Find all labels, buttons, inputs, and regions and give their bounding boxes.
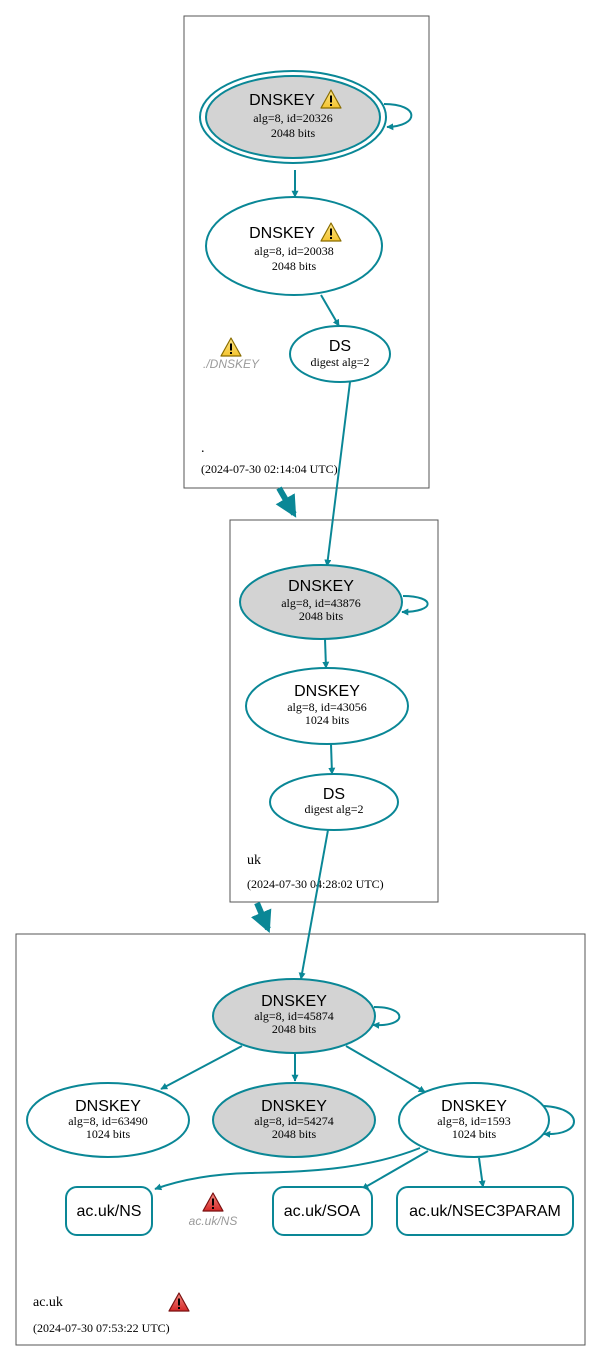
node-acuk-ns-missing[interactable]: ac.uk/NS xyxy=(189,1192,238,1228)
edge-acuk-ksk-to-1593 xyxy=(345,1045,426,1093)
node-acuk-1593-bits: 1024 bits xyxy=(452,1127,497,1141)
edge-root-zsk-to-ds xyxy=(320,294,340,327)
node-root-zsk-bits: 2048 bits xyxy=(272,259,317,273)
node-acuk-ns[interactable]: ac.uk/NS xyxy=(65,1186,153,1236)
edge-1593-to-nsec3param xyxy=(478,1157,486,1188)
edge-1593-to-soa xyxy=(361,1150,429,1190)
node-uk-zsk-bits: 1024 bits xyxy=(305,713,350,727)
zone-root-name: . xyxy=(201,441,205,456)
zone-uk-name: uk xyxy=(247,853,261,868)
node-acuk-1593-alg: alg=8, id=1593 xyxy=(437,1114,511,1128)
node-acuk-54274-bits: 2048 bits xyxy=(272,1127,317,1141)
node-root-zsk-title: DNSKEY xyxy=(249,225,315,242)
node-uk-ds[interactable]: DS digest alg=2 xyxy=(269,773,399,831)
warning-icon xyxy=(320,89,342,109)
error-icon xyxy=(168,1292,190,1312)
node-acuk-54274-title: DNSKEY xyxy=(261,1098,327,1115)
node-root-ksk[interactable]: DNSKEY alg=8, id=20326 2048 bits xyxy=(199,70,387,164)
node-acuk-ns-missing-label: ac.uk/NS xyxy=(189,1214,238,1228)
node-acuk-soa[interactable]: ac.uk/SOA xyxy=(272,1186,373,1236)
edge-acuk-ksk-self xyxy=(372,1006,401,1029)
node-acuk-dnskey-1593[interactable]: DNSKEY alg=8, id=1593 1024 bits xyxy=(398,1082,550,1158)
node-acuk-63490-alg: alg=8, id=63490 xyxy=(68,1114,148,1128)
node-uk-ds-digest: digest alg=2 xyxy=(304,802,363,816)
node-acuk-nsec3param[interactable]: ac.uk/NSEC3PARAM xyxy=(396,1186,574,1236)
delegation-uk-to-acuk xyxy=(251,901,272,934)
node-acuk-soa-label: ac.uk/SOA xyxy=(284,1203,361,1220)
node-root-ds-title: DS xyxy=(329,338,351,355)
node-uk-ds-title: DS xyxy=(323,786,345,803)
edge-uk-zsk-to-ds xyxy=(328,743,336,775)
zone-uk-timestamp: (2024-07-30 04:28:02 UTC) xyxy=(247,877,384,891)
node-acuk-63490-title: DNSKEY xyxy=(75,1098,141,1115)
node-uk-ksk-title: DNSKEY xyxy=(288,578,354,595)
node-root-ksk-title: DNSKEY xyxy=(249,92,315,109)
node-uk-zsk-title: DNSKEY xyxy=(294,683,360,700)
node-root-zsk[interactable]: DNSKEY alg=8, id=20038 2048 bits xyxy=(205,196,383,296)
edges xyxy=(154,103,575,1191)
node-uk-zsk[interactable]: DNSKEY alg=8, id=43056 1024 bits xyxy=(245,667,409,745)
node-uk-ksk[interactable]: DNSKEY alg=8, id=43876 2048 bits xyxy=(239,564,403,640)
node-acuk-ksk[interactable]: DNSKEY alg=8, id=45874 2048 bits xyxy=(212,978,376,1054)
node-uk-ksk-bits: 2048 bits xyxy=(299,609,344,623)
node-acuk-ksk-alg: alg=8, id=45874 xyxy=(254,1009,334,1023)
zone-root-timestamp: (2024-07-30 02:14:04 UTC) xyxy=(201,462,338,476)
node-root-ds[interactable]: DS digest alg=2 xyxy=(289,325,391,383)
node-acuk-nsec3param-label: ac.uk/NSEC3PARAM xyxy=(409,1203,561,1220)
warning-icon xyxy=(220,337,242,357)
zone-acuk-timestamp: (2024-07-30 07:53:22 UTC) xyxy=(33,1321,170,1335)
node-acuk-1593-title: DNSKEY xyxy=(441,1098,507,1115)
node-acuk-ksk-bits: 2048 bits xyxy=(272,1022,317,1036)
node-root-ds-digest: digest alg=2 xyxy=(310,355,369,369)
node-acuk-ns-label: ac.uk/NS xyxy=(77,1203,142,1220)
edge-uk-ksk-to-zsk xyxy=(322,638,330,669)
edge-1593-to-ns xyxy=(154,1147,421,1191)
node-acuk-63490-bits: 1024 bits xyxy=(86,1127,131,1141)
node-acuk-54274-alg: alg=8, id=54274 xyxy=(254,1114,334,1128)
node-root-ksk-alg: alg=8, id=20326 xyxy=(253,111,333,125)
edge-acuk-ksk-to-63490 xyxy=(160,1045,243,1090)
edge-uk-ksk-self xyxy=(401,595,429,616)
node-acuk-dnskey-63490[interactable]: DNSKEY alg=8, id=63490 1024 bits xyxy=(26,1082,190,1158)
edge-uk-ds-to-acuk-ksk xyxy=(298,829,329,980)
node-root-zsk-alg: alg=8, id=20038 xyxy=(254,244,334,258)
node-acuk-ksk-title: DNSKEY xyxy=(261,993,327,1010)
node-acuk-dnskey-54274[interactable]: DNSKEY alg=8, id=54274 2048 bits xyxy=(212,1082,376,1158)
node-uk-ksk-alg: alg=8, id=43876 xyxy=(281,596,361,610)
node-root-dnskey-missing-label: ./DNSKEY xyxy=(203,357,260,371)
edge-root-ksk-self xyxy=(383,103,413,131)
error-icon xyxy=(202,1192,224,1212)
edge-root-ds-to-uk-ksk xyxy=(324,381,351,567)
node-root-dnskey-missing[interactable]: ./DNSKEY xyxy=(203,337,260,371)
warning-icon xyxy=(320,222,342,242)
edge-acuk-1593-self xyxy=(543,1105,575,1138)
delegation-root-to-uk xyxy=(275,486,297,518)
node-root-ksk-bits: 2048 bits xyxy=(271,126,316,140)
zone-acuk-name: ac.uk xyxy=(33,1295,63,1310)
node-uk-zsk-alg: alg=8, id=43056 xyxy=(287,700,367,714)
